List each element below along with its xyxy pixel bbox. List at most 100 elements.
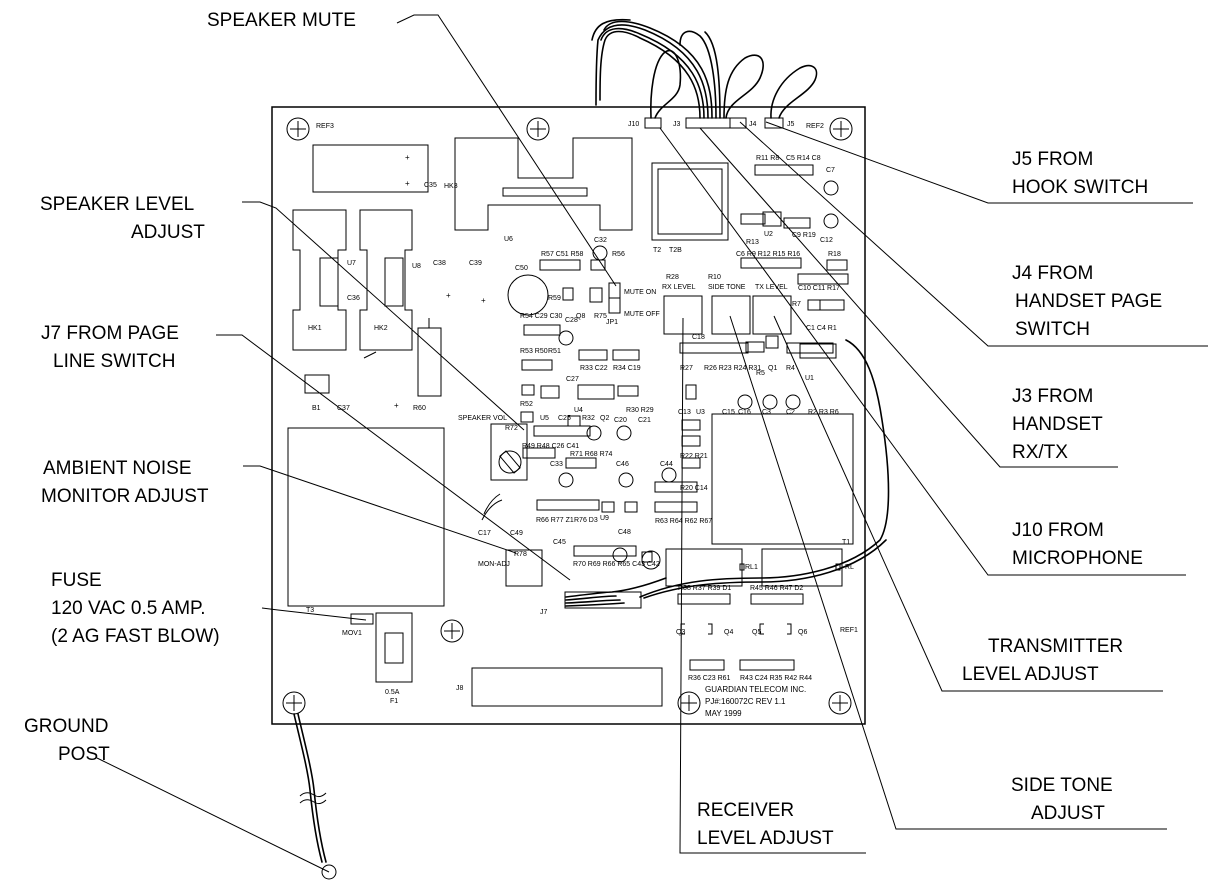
ambient-callout-line1: AMBIENT NOISE: [43, 458, 192, 479]
jp1-label: JP1: [606, 319, 618, 326]
silk-q2: Q2: [600, 415, 609, 422]
silk-q5: Q5: [752, 629, 761, 636]
connector-j10: [644, 117, 662, 129]
side-tone-pot: [711, 295, 751, 335]
t2b-label: T2B: [669, 247, 682, 254]
silk-c3: C3: [762, 409, 771, 416]
silk-r71: R71 R68 R74: [570, 451, 613, 458]
silk-c21: C21: [638, 417, 651, 424]
r72-label: R72: [505, 425, 518, 432]
j4-label: J4: [749, 121, 757, 128]
break-symbol: [299, 799, 327, 805]
ground-wire: [293, 713, 323, 863]
silk-c2: C2: [786, 409, 795, 416]
plus-mark: +: [394, 401, 399, 410]
silk-r30: R30 R29: [626, 407, 654, 414]
side-tone-callout-line1: SIDE TONE: [1011, 775, 1113, 796]
hook-switch-hk1: [292, 209, 347, 351]
u7-label: U7: [347, 260, 356, 267]
silk-u1: U1: [805, 375, 814, 382]
c36-label: C36: [347, 295, 360, 302]
c50-label: C50: [515, 265, 528, 272]
c39-label: C39: [469, 260, 482, 267]
j10-label: J10: [628, 121, 639, 128]
r60-label: R60: [413, 405, 426, 412]
silk-c18: C18: [692, 334, 705, 341]
mounting-screw-icon: [828, 691, 852, 715]
fuse-callout-line1: FUSE: [51, 570, 102, 591]
silk-r70: R70 R69 R66 R65 C43 C42: [573, 561, 660, 568]
f1-label: F1: [390, 698, 398, 705]
connector-j7: [564, 591, 642, 609]
tx-level-pot: [752, 295, 792, 335]
j3-callout-line1: J3 FROM: [1012, 386, 1093, 407]
c38-label: C38: [433, 260, 446, 267]
trace-mark: [481, 499, 503, 521]
component-row: [520, 164, 849, 671]
silk-c25: C25: [558, 415, 571, 422]
mon-adj-label: MON-ADJ: [478, 561, 510, 568]
silk-r36: R36 C23 R61: [688, 675, 731, 682]
speaker-level-callout-line2: ADJUST: [131, 222, 205, 243]
silk-u3: U3: [696, 409, 705, 416]
side-tone-label: SIDE TONE: [708, 284, 746, 291]
ground-callout-line2: POST: [58, 744, 110, 765]
silk-u9: U9: [600, 515, 609, 522]
silk-c9: C9 R19: [792, 232, 816, 239]
connector-j3: [685, 117, 731, 129]
silk-c48: C48: [618, 529, 631, 536]
plus-mark: +: [405, 179, 410, 188]
diode-mark: [363, 351, 377, 359]
rx-level-label: RX LEVEL: [662, 284, 696, 291]
j4-callout-line2: HANDSET PAGE: [1015, 291, 1162, 312]
silk-r52: R52: [520, 401, 533, 408]
j7-label: J7: [540, 609, 548, 616]
connector-j5: [764, 117, 784, 129]
ground-wire: [297, 713, 327, 863]
silk-r27: R27: [680, 365, 693, 372]
transformer-t2: [651, 162, 729, 241]
tx-level-label: TX LEVEL: [755, 284, 788, 291]
j8-label: J8: [456, 685, 464, 692]
speaker-level-callout-line1: SPEAKER LEVEL: [40, 194, 194, 215]
hook-switch-hk2: [359, 209, 413, 351]
silk-r43: R43 C24 R35 R42 R44: [740, 675, 812, 682]
silk-r18: R18: [828, 251, 841, 258]
ground-post-icon: [321, 864, 337, 880]
trace-mark: [483, 493, 501, 515]
mounting-screw-icon: [440, 619, 464, 643]
mute-on-label: MUTE ON: [624, 289, 656, 296]
silk-r26: R26 R23 R24 R31: [704, 365, 761, 372]
j4-callout-line1: J4 FROM: [1012, 263, 1093, 284]
j3-label: J3: [673, 121, 681, 128]
silk-r49: R49 R48 C26 C41: [522, 443, 579, 450]
handset-cable-bundle: [591, 18, 764, 119]
silk-q6: Q6: [798, 629, 807, 636]
hk1-core: [319, 257, 339, 307]
rl1-label: RL1: [745, 564, 758, 571]
c37-label: C37: [337, 405, 350, 412]
mounting-screw-icon: [829, 117, 853, 141]
leader-lines: [96, 14, 1208, 873]
j4-callout-line3: SWITCH: [1015, 319, 1090, 340]
hk3-slot: [502, 187, 588, 197]
silk-r13: R13: [746, 239, 759, 246]
speaker-vol-label: SPEAKER VOL: [458, 415, 507, 422]
silk-r33: R33 C22: [580, 365, 608, 372]
mounting-screw-icon: [526, 117, 550, 141]
transformer-t3: [287, 427, 445, 607]
silk-r57: R57 C51 R58: [541, 251, 584, 258]
part-number-label: PJ#:160072C REV 1.1: [705, 697, 786, 706]
microphone-cable: [650, 49, 682, 119]
silk-c7: C7: [826, 167, 835, 174]
relay-rl1: [665, 548, 743, 587]
speaker-volume-pot: [490, 423, 528, 481]
silk-r34: R34 C19: [613, 365, 641, 372]
j10-callout-line2: MICROPHONE: [1012, 548, 1143, 569]
receiver-callout-line2: LEVEL ADJUST: [697, 828, 834, 849]
r28-label: R28: [666, 274, 679, 281]
mov1-label: MOV1: [342, 630, 362, 637]
pot-knob: [498, 450, 522, 474]
silk-r20: R20 C14: [680, 485, 708, 492]
